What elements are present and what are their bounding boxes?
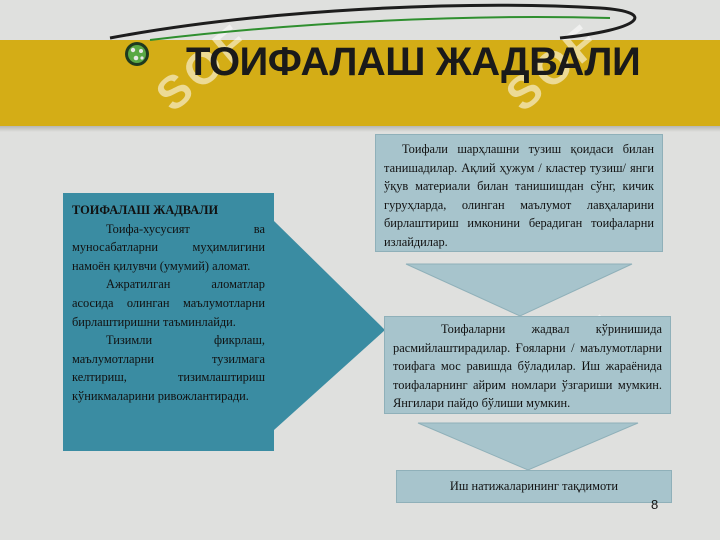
- slide-title: ТОИФАЛАШ ЖАДВАЛИ: [186, 40, 641, 84]
- definition-heading: ТОИФАЛАШ ЖАДВАЛИ: [72, 203, 219, 217]
- swoosh-decoration: [109, 3, 637, 41]
- step-1-box: Тоифали шарҳлашни тузиш қоидаси билан та…: [375, 134, 663, 252]
- down-arrow-2: [417, 422, 639, 471]
- title-band-shadow: [0, 126, 720, 132]
- definition-paragraph: Ажратилган аломатлар асосида олинган маъ…: [72, 277, 265, 329]
- title-band: [0, 40, 720, 126]
- definition-panel: ТОИФАЛАШ ЖАДВАЛИ Тоифа-хусусият ва мунос…: [63, 193, 274, 451]
- definition-paragraph: Тизимли фикрлаш, маълумотларни тузилмага…: [72, 333, 265, 403]
- page-number: 8: [651, 497, 659, 512]
- step-3-box: Иш натижаларининг тақдимоти: [396, 470, 672, 503]
- step-1-text: Тоифали шарҳлашни тузиш қоидаси билан та…: [384, 142, 654, 249]
- globe-bullet-icon: [125, 42, 149, 66]
- step-2-text: Тоифаларни жадвал кўринишида расмийлашти…: [393, 322, 662, 411]
- definition-paragraph: Тоифа-хусусият ва муносабатларни муҳимли…: [72, 221, 265, 273]
- left-arrow-tip: [274, 221, 385, 430]
- down-arrow-1: [405, 263, 633, 317]
- step-3-text: Иш натижаларининг тақдимоти: [449, 479, 619, 493]
- step-2-box: Тоифаларни жадвал кўринишида расмийлашти…: [384, 316, 671, 414]
